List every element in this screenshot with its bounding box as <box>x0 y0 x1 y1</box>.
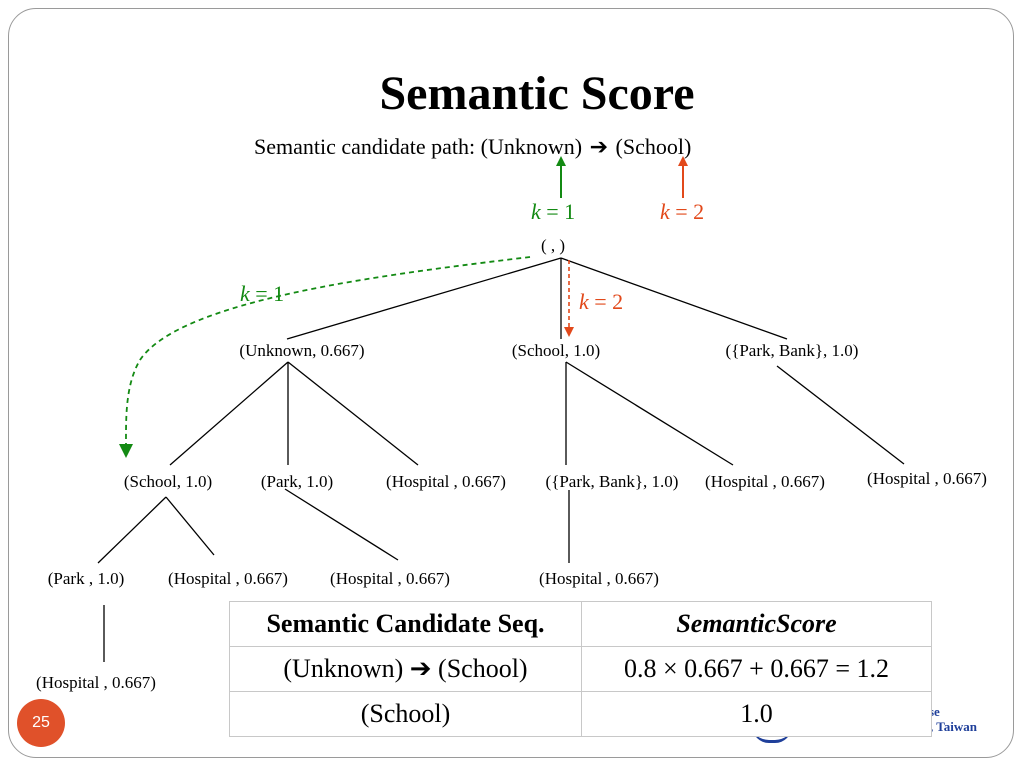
k2-mid-text: k = 2 <box>579 289 624 314</box>
tree-node-hospital-l3a: (Hospital , 0.667) <box>168 569 288 588</box>
tree-node-unknown: (Unknown, 0.667) <box>239 341 365 360</box>
table-cell-score: 0.8 × 0.667 + 0.667 = 1.2 <box>581 646 932 692</box>
tree-node-parkbank: ({Park, Bank}, 1.0) <box>725 341 859 360</box>
slide-title: Semantic Score <box>379 67 695 120</box>
edge-parkbank-hospital <box>776 365 905 465</box>
k2-top-text: k = 2 <box>660 199 705 224</box>
k2-up-arrow-head <box>678 156 688 166</box>
edge-school2-park <box>97 496 167 564</box>
candidate-path-suffix: (School) <box>615 134 692 159</box>
table-header-seq: Semantic Candidate Seq. <box>229 601 582 647</box>
tree-node-park-l3: (Park , 1.0) <box>47 569 125 588</box>
tree-node-hospital-l2c: (Hospital , 0.667) <box>867 469 987 488</box>
k1-top-label: k = 1 <box>531 199 575 225</box>
table-cell-score: 1.0 <box>581 691 932 737</box>
edge-unknown-school <box>169 361 289 466</box>
candidate-path-text: Semantic candidate path: (Unknown) ➔ (Sc… <box>254 134 691 160</box>
tree-node-hospital-l4: (Hospital , 0.667) <box>36 673 156 692</box>
slide-frame <box>8 8 1014 758</box>
tree-node-parkbank-l2: ({Park, Bank}, 1.0) <box>545 472 679 491</box>
edge-root-parkbank <box>560 257 788 340</box>
tree-node-school: (School, 1.0) <box>511 341 601 360</box>
table-header-row: Semantic Candidate Seq. SemanticScore <box>229 601 932 647</box>
table-cell-seq: (School) <box>229 691 582 737</box>
table-row: (School) 1.0 <box>229 691 932 737</box>
edge-school2-hospital <box>165 496 215 556</box>
k1-left-text: k = 1 <box>240 281 285 306</box>
candidate-path-prefix: Semantic candidate path: (Unknown) <box>254 134 583 159</box>
table-cell-seq: (Unknown) ➔ (School) <box>229 646 582 692</box>
tree-node-hospital-l2a: (Hospital , 0.667) <box>386 472 506 491</box>
k1-dashed-curve-head <box>119 444 133 458</box>
k2-dashed-arrow-head <box>564 327 574 337</box>
tree-node-hospital-l2b: (Hospital , 0.667) <box>705 472 825 491</box>
logo-arc-icon <box>752 726 792 743</box>
tree-node-hospital-l3b: (Hospital , 0.667) <box>330 569 450 588</box>
table-row: (Unknown) ➔ (School) 0.8 × 0.667 + 0.667… <box>229 646 932 692</box>
tree-node-school-l2: (School, 1.0) <box>123 472 213 491</box>
tree-node-hospital-l3c: (Hospital , 0.667) <box>539 569 659 588</box>
tree-node-park-l2: (Park, 1.0) <box>260 472 334 491</box>
edge-park2-hospital <box>284 488 399 561</box>
k1-up-arrow-head <box>556 156 566 166</box>
k1-dashed-curve <box>125 256 531 447</box>
table-header-score: SemanticScore <box>581 601 932 647</box>
edge-root-unknown <box>286 257 562 340</box>
k1-top-text: k = 1 <box>531 199 576 224</box>
edge-unknown-hospital <box>287 361 419 466</box>
k2-mid-label: k = 2 <box>579 289 623 315</box>
page-number-badge: 25 <box>17 699 65 747</box>
right-arrow-icon: ➔ <box>589 134 609 159</box>
page-number: 25 <box>32 714 50 731</box>
k2-top-label: k = 2 <box>660 199 704 225</box>
k1-left-label: k = 1 <box>240 281 284 307</box>
logo-text-line2: , Taiwan <box>930 719 977 734</box>
tree-node-root: ( , ) <box>540 236 566 255</box>
logo-text-line1: se <box>929 704 940 719</box>
edge-school-hospital <box>565 361 734 466</box>
semantic-score-table: Semantic Candidate Seq. SemanticScore (U… <box>229 601 932 737</box>
